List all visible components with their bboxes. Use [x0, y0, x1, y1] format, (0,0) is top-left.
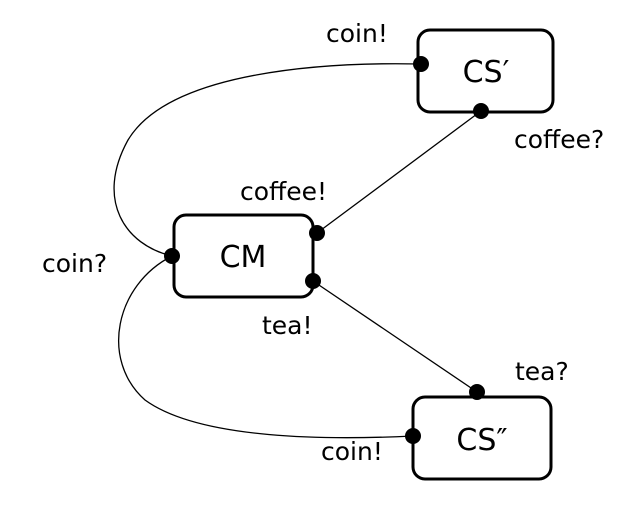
label-cm-coin: coin? — [42, 249, 107, 278]
label-cm-tea: tea! — [262, 311, 313, 340]
label-cs-double-prime-tea: tea? — [515, 357, 569, 386]
wire-coin-cs-prime-to-cm — [113, 63, 422, 257]
cs-double-prime-label: CS″ — [456, 423, 507, 458]
port-cm-coffee — [309, 225, 325, 241]
label-cs-prime-coffee: coffee? — [514, 125, 604, 154]
label-cs-double-prime-coin: coin! — [321, 437, 383, 466]
port-cs-prime-coffee — [473, 103, 489, 119]
port-cm-tea — [305, 273, 321, 289]
cm-label: CM — [220, 240, 267, 275]
port-cs-double-prime-tea — [469, 384, 485, 400]
label-cm-coffee: coffee! — [240, 177, 327, 206]
wire-coin-cs-double-prime-to-cm — [117, 255, 414, 439]
label-cs-prime-coin: coin! — [326, 19, 388, 48]
port-cs-prime-coin — [413, 56, 429, 72]
port-cs-double-prime-coin — [405, 428, 421, 444]
component-cs-prime: CS′ — [416, 28, 555, 114]
port-cm-coin — [164, 248, 180, 264]
component-cs-double-prime: CS″ — [411, 395, 553, 481]
wire-tea-cm-to-cs-double-prime — [312, 280, 478, 393]
cs-prime-label: CS′ — [463, 55, 510, 90]
component-cm: CM — [172, 213, 315, 299]
wire-coffee-cm-to-cs-prime — [316, 110, 482, 234]
